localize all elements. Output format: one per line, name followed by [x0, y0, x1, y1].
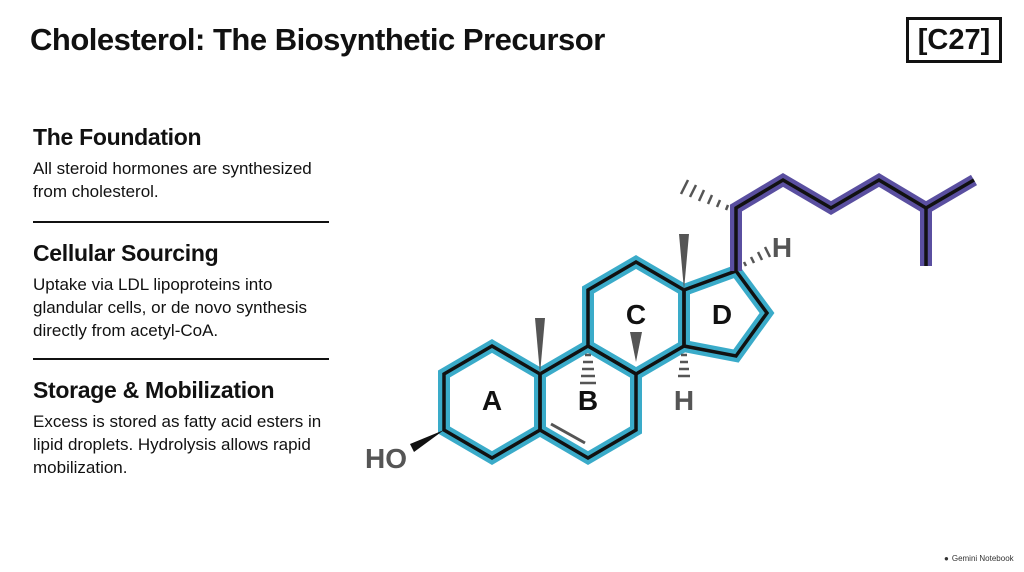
ring-label-c: C [626, 299, 646, 330]
ring-label-b: B [578, 385, 598, 416]
double-bond-line [550, 422, 586, 445]
section-body: All steroid hormones are synthesized fro… [33, 159, 312, 201]
section-foundation: The Foundation All steroid hormones are … [33, 124, 333, 203]
notebook-logo-icon: ● [944, 554, 949, 563]
hydrogen-wedge-c8 [630, 332, 642, 362]
section-title: Cellular Sourcing [33, 240, 219, 266]
section-storage-mobilization: Storage & Mobilization Excess is stored … [33, 377, 333, 479]
section-title: Storage & Mobilization [33, 377, 275, 403]
section-cellular-sourcing: Cellular Sourcing Uptake via LDL lipopro… [33, 240, 333, 342]
hydrogen-label-c14: H [674, 385, 694, 416]
section-title: The Foundation [33, 124, 202, 150]
ring-label-d: D [712, 299, 732, 330]
hydroxyl-wedge [410, 430, 444, 452]
hashed-bond-c17 [742, 246, 772, 267]
section-divider [33, 358, 329, 360]
hydrogen-label-c17: H [772, 232, 792, 263]
page-title: Cholesterol: The Biosynthetic Precursor [30, 22, 605, 57]
hashed-bond-c14 [678, 353, 690, 378]
methyl-wedge-c10 [535, 318, 545, 374]
methyl-wedge-c13 [679, 234, 689, 290]
carbon-count-badge: [C27] [906, 17, 1002, 63]
hashed-bond-c9 [580, 353, 596, 385]
ring-highlight [438, 255, 775, 465]
hashed-bond-c20 [679, 179, 730, 211]
footer-brand: ● Gemini Notebook [944, 554, 1014, 563]
ring-label-a: A [482, 385, 502, 416]
ring-d-bonds [682, 268, 770, 358]
section-body: Excess is stored as fatty acid esters in… [33, 412, 322, 477]
section-divider [33, 221, 329, 223]
footer-text: Gemini Notebook [951, 554, 1014, 563]
section-body: Uptake via LDL lipoproteins into glandul… [33, 275, 308, 340]
hydroxyl-label: HO [365, 443, 407, 474]
